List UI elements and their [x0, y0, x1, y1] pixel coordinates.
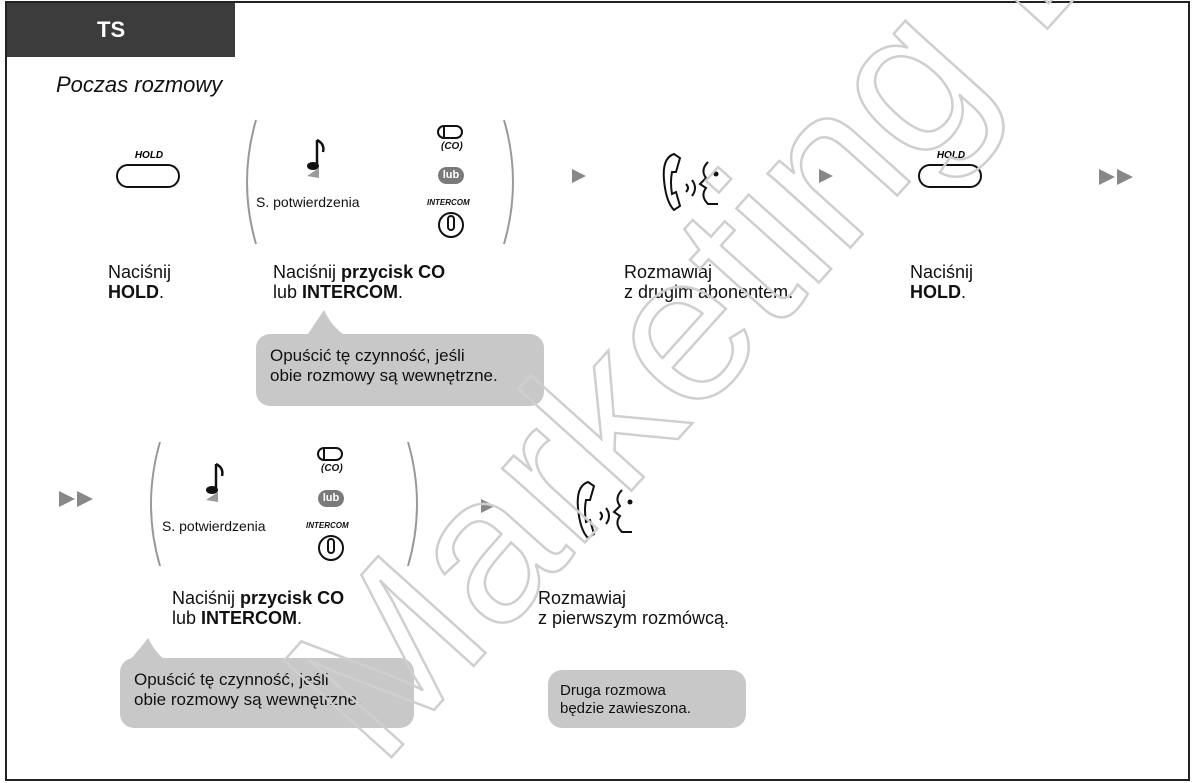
- intercom-label: INTERCOM: [427, 198, 470, 207]
- hold-button-label: HOLD: [937, 150, 965, 161]
- confirmation-tone-label: S. potwierdzenia: [162, 518, 266, 534]
- continue-double-arrow-icon: [59, 491, 93, 507]
- hold-button-icon: HOLD: [918, 150, 982, 188]
- next-step-arrow-icon: [819, 169, 833, 183]
- talk-handset-icon: [576, 480, 633, 540]
- co-label: (CO): [441, 141, 463, 152]
- hold-button-label: HOLD: [135, 150, 163, 161]
- co-button-icon: [437, 125, 463, 139]
- confirmation-tone-label: S. potwierdzenia: [256, 194, 360, 210]
- section-subtitle: Poczas rozmowy: [56, 72, 223, 97]
- intercom-label: INTERCOM: [306, 521, 349, 530]
- or-pill: lub: [318, 490, 344, 507]
- intercom-button-icon: [318, 535, 344, 561]
- continue-double-arrow-icon: [1099, 169, 1133, 185]
- talk-handset-icon: [662, 152, 719, 212]
- co-label: (CO): [321, 463, 343, 474]
- music-note-icon: [206, 462, 224, 502]
- manual-panel: TS: [5, 1, 1190, 781]
- music-note-icon: [307, 138, 325, 178]
- intercom-button-icon: [438, 212, 464, 238]
- or-pill: lub: [438, 167, 464, 184]
- confirm-group-brackets: [246, 119, 514, 245]
- note-bubble-tail: [304, 310, 354, 340]
- co-button-icon: [317, 447, 343, 461]
- section-tab: TS: [7, 3, 235, 57]
- next-step-arrow-icon: [481, 499, 495, 513]
- hold-button-icon: HOLD: [116, 150, 180, 188]
- next-step-arrow-icon: [572, 169, 586, 183]
- confirm-group-brackets: [150, 441, 418, 567]
